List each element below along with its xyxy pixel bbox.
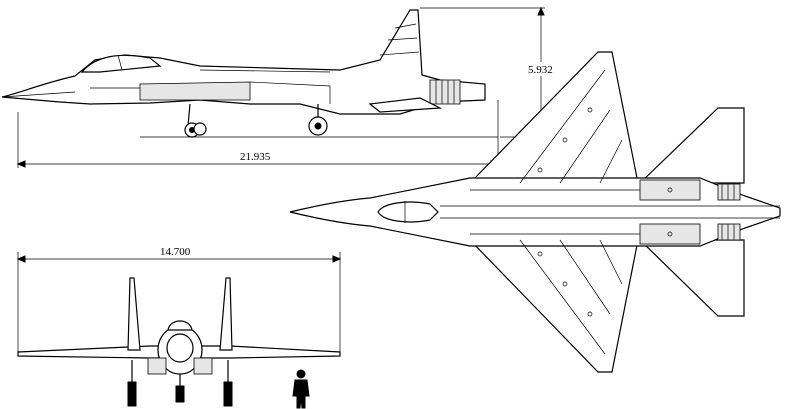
side-view bbox=[1, 9, 498, 138]
front-view bbox=[17, 277, 341, 407]
front-view-canopy bbox=[167, 320, 193, 331]
height-dimension-label: 5.932 bbox=[528, 64, 553, 76]
side-view-canopy bbox=[80, 54, 162, 73]
front-view-right-fin bbox=[219, 277, 233, 351]
wingspan-dimension: 14.700 bbox=[16, 246, 342, 356]
side-view-main-gear bbox=[308, 104, 328, 136]
top-view bbox=[289, 51, 781, 373]
side-view-nozzle bbox=[429, 79, 461, 105]
front-view-left-fin bbox=[127, 277, 141, 351]
length-dimension-label: 21.935 bbox=[240, 151, 271, 163]
length-dimension: 21.935 bbox=[16, 100, 500, 168]
top-view-canopy bbox=[377, 201, 439, 223]
human-scale-figure bbox=[292, 369, 310, 409]
side-view-nose-gear bbox=[184, 103, 207, 138]
top-view-fuselage bbox=[289, 177, 781, 247]
wingspan-dimension-label: 14.700 bbox=[160, 246, 191, 258]
top-view-right-wing bbox=[468, 239, 639, 373]
